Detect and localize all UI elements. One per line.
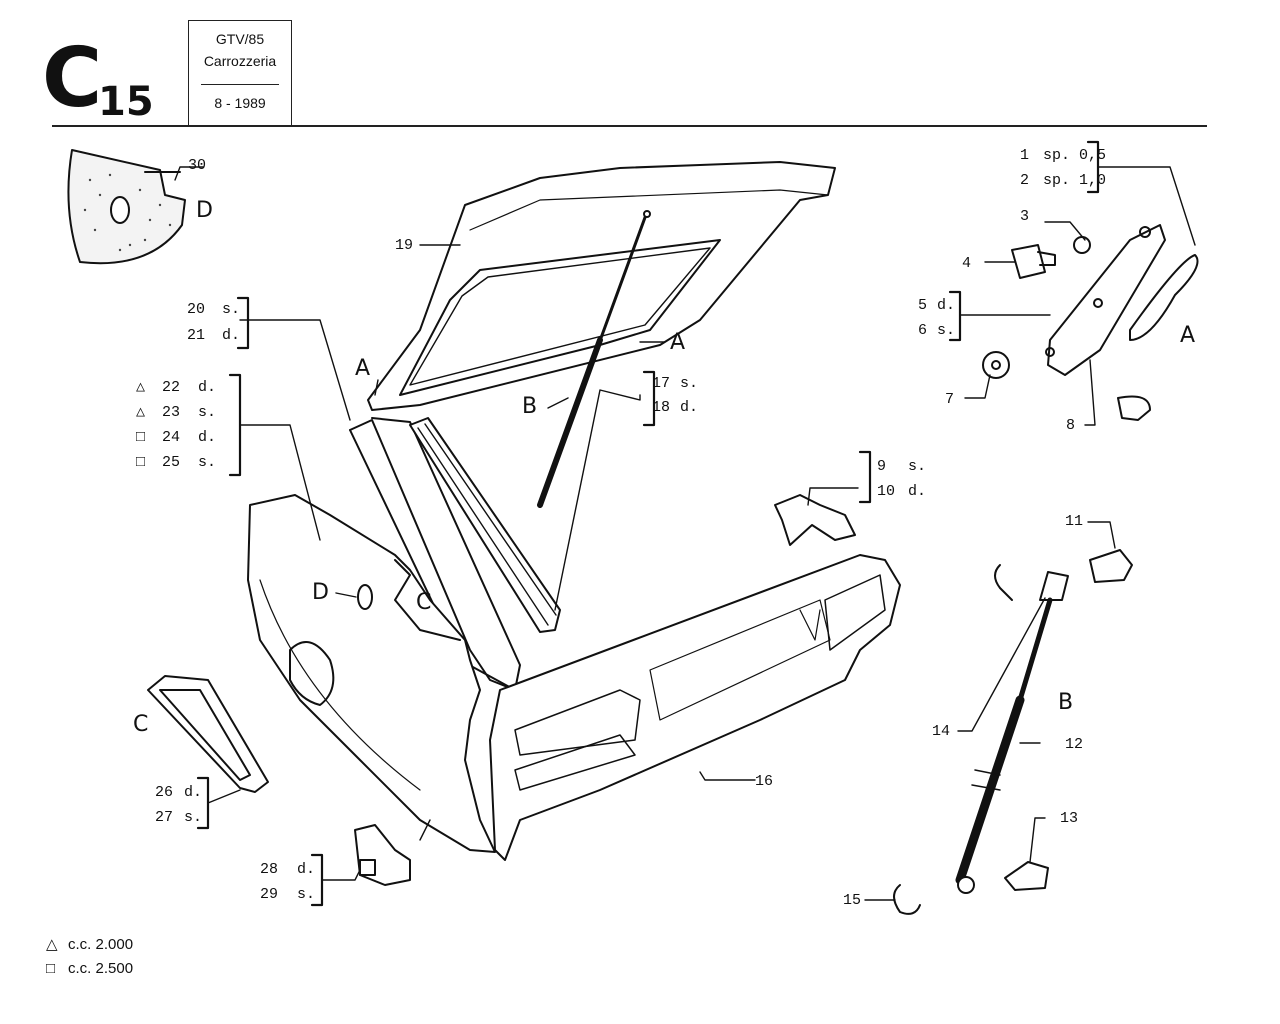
callout-21: 21 — [187, 327, 206, 344]
callout-19: 19 — [395, 237, 414, 254]
callout-2-spec: sp. 1,0 — [1043, 172, 1107, 189]
callout-16: 16 — [755, 773, 774, 790]
callout-22-side: d. — [198, 379, 217, 396]
detail-letter-c-left: C — [133, 712, 149, 737]
legend-square-text: c.c. 2.500 — [68, 960, 134, 977]
callout-1: 1 — [1020, 147, 1030, 164]
callout-17: 17 — [652, 375, 671, 392]
title-box: GTV/85 Carrozzeria 8 - 1989 — [188, 20, 292, 125]
callout-1-spec: sp. 0,5 — [1043, 147, 1107, 164]
callout-27: 27 — [155, 809, 174, 826]
detail-letter-a-right: A — [1180, 323, 1196, 348]
callout-5: 5 — [918, 297, 928, 314]
gas-strut-part — [893, 549, 1133, 915]
callout-2: 2 — [1020, 172, 1030, 189]
legend-square-icon: □ — [46, 960, 56, 977]
callout-7: 7 — [945, 391, 955, 408]
callout-4: 4 — [962, 255, 972, 272]
callout-26-side: d. — [184, 784, 203, 801]
header-rule — [52, 125, 1207, 127]
corner-bracket-part — [774, 494, 856, 546]
callout-20: 20 — [187, 301, 206, 318]
weatherstrip-part — [409, 417, 561, 633]
callout-18-side: d. — [680, 399, 699, 416]
detail-letter-a-left: A — [355, 356, 371, 381]
callout-26: 26 — [155, 784, 174, 801]
foam-pad-part — [67, 149, 186, 265]
callout-8: 8 — [1066, 417, 1076, 434]
callout-24: 24 — [162, 429, 181, 446]
callout-3: 3 — [1020, 208, 1030, 225]
callout-28: 28 — [260, 861, 279, 878]
callout-20-side: s. — [222, 301, 241, 318]
callout-18: 18 — [652, 399, 671, 416]
page-code-number: 15 — [98, 79, 154, 125]
page-code-letter: C — [42, 31, 102, 126]
clip-part — [354, 824, 411, 886]
leader-lines — [174, 166, 1196, 901]
title-divider — [201, 84, 279, 85]
callout-9: 9 — [877, 458, 887, 475]
hinge-part — [982, 224, 1199, 421]
tailgate-part — [367, 161, 836, 508]
callout-13: 13 — [1060, 810, 1079, 827]
callout-6: 6 — [918, 322, 928, 339]
callout-9-side: s. — [908, 458, 927, 475]
side-panel-part — [247, 494, 496, 853]
square-marker-25: □ — [136, 454, 146, 471]
callout-10: 10 — [877, 483, 896, 500]
model-label: GTV/85 — [215, 31, 265, 47]
callout-14: 14 — [932, 723, 951, 740]
callout-25: 25 — [162, 454, 181, 471]
square-marker-24: □ — [136, 429, 146, 446]
callout-29: 29 — [260, 886, 279, 903]
detail-letter-b-right: B — [1058, 690, 1074, 715]
triangle-marker-23: △ — [136, 404, 146, 421]
callout-15: 15 — [843, 892, 862, 909]
section-label: Carrozzeria — [203, 53, 277, 69]
triangle-marker-22: △ — [136, 379, 146, 396]
callout-24-side: d. — [198, 429, 217, 446]
callout-12: 12 — [1065, 736, 1084, 753]
callout-30: 30 — [188, 157, 207, 174]
callout-5-side: d. — [937, 297, 956, 314]
detail-letter-c-mid: C — [416, 590, 432, 615]
c-bracket-part — [147, 675, 269, 793]
callout-25-side: s. — [198, 454, 217, 471]
callout-22: 22 — [162, 379, 181, 396]
detail-letter-d-mid: D — [312, 580, 329, 605]
callout-17-side: s. — [680, 375, 699, 392]
rear-panel-part — [489, 554, 901, 861]
detail-letter-b-mid: B — [522, 394, 538, 419]
callout-10-side: d. — [908, 483, 927, 500]
callout-28-side: d. — [297, 861, 316, 878]
group-brackets — [196, 140, 1100, 907]
callout-23: 23 — [162, 404, 181, 421]
legend-triangle-icon: △ — [46, 936, 58, 953]
callout-23-side: s. — [198, 404, 217, 421]
legend-triangle-text: c.c. 2.000 — [68, 936, 134, 953]
callout-11: 11 — [1065, 513, 1084, 530]
date-label: 8 - 1989 — [214, 95, 266, 111]
detail-letter-a-mid: A — [670, 330, 686, 355]
callout-21-side: d. — [222, 327, 241, 344]
callout-6-side: s. — [937, 322, 956, 339]
detail-letter-d-top: D — [196, 198, 213, 223]
callout-29-side: s. — [297, 886, 316, 903]
callout-27-side: s. — [184, 809, 203, 826]
